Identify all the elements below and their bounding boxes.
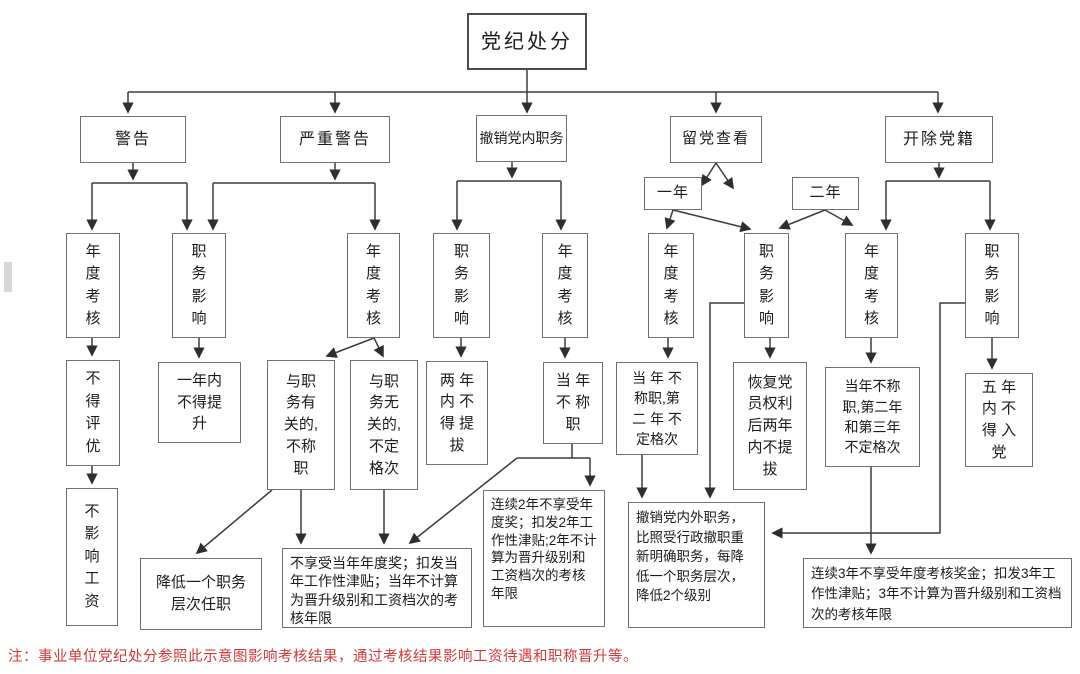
- node-unrelated-no-grade: 与职 务无 关的, 不定 格次: [350, 360, 418, 490]
- node-incompetent-2-3y: 当年不称 职,第二年 和第三年 不定格次: [825, 367, 920, 467]
- edge-2y-d8: [824, 209, 854, 226]
- edge-1y-d6: [664, 209, 676, 230]
- node-one-year: 一年: [644, 177, 702, 210]
- node-incompetent-2y-grade: 当 年 不 称职,第 二 年 不 定格次: [616, 362, 698, 455]
- node-two-year: 二年: [792, 177, 859, 210]
- node-no-party-5y: 五 年 内 不 得 入 党: [965, 373, 1033, 467]
- edge-probation-1y: [701, 162, 717, 187]
- edge-d3-e4: [373, 337, 384, 358]
- node-annual-review-revoke: 年 度 考 核: [542, 233, 588, 338]
- node-penalty-2y: 连续2年不享受年度奖；扣发2年工作性津贴;2年不计算为晋升级别和工资档次的考核年…: [483, 490, 605, 627]
- node-annual-review-expel: 年 度 考 核: [845, 233, 898, 338]
- footnote: 注：事业单位党纪处分参照此示意图影响考核结果，通过考核结果影响工资待遇和职称晋升…: [8, 649, 638, 665]
- edge-d9-f5: [771, 302, 965, 539]
- node-revoke-post: 撤销党内职务: [476, 115, 567, 162]
- node-cur-year-incompetent: 当 年 不 称 职: [543, 362, 603, 444]
- node-post-impact-probation: 职 务 影 响: [744, 233, 789, 338]
- edge-probation-2y: [715, 162, 734, 190]
- node-probation: 留党查看: [670, 116, 762, 163]
- edge-2y-d7: [778, 209, 826, 230]
- node-penalty-1y: 不享受当年年度奖；扣发当年工作性津贴；当年不计算为晋升级别和工资档次的考核年限: [282, 548, 472, 628]
- node-severe-warning: 严重警告: [280, 116, 390, 163]
- edge-e3-f2: [195, 489, 273, 555]
- left-edge-artifact: [4, 262, 12, 292]
- node-penalty-3y: 连续3年不享受年度考核奖金；扣发3年工作性津贴；3年不计算为晋升级别和工资档次的…: [803, 558, 1072, 628]
- node-revoke-all-posts: 撤销党内外职务，比照受行政撤职重新明确职务，每降低一个职务层次，降低2个级别: [628, 502, 765, 628]
- node-post-impact-warning: 职 务 影 响: [172, 233, 226, 338]
- node-root: 党纪处分: [467, 13, 587, 70]
- node-annual-review-one-year: 年 度 考 核: [648, 233, 694, 338]
- node-post-impact-expel: 职 务 影 响: [965, 233, 1019, 338]
- node-warning: 警告: [80, 116, 186, 163]
- node-related-incompetent: 与职 务有 关的, 不称 职: [267, 360, 335, 490]
- node-restore-rights: 恢复党 员权利 后两年 内不提 拔: [733, 362, 807, 490]
- node-expel: 开除党籍: [885, 116, 993, 163]
- node-annual-review-warning: 年 度 考 核: [66, 233, 120, 338]
- edge-e6-f3: [408, 457, 518, 545]
- node-no-promotion-1y: 一年内 不得提 升: [158, 362, 241, 443]
- node-no-wage-impact: 不 影 响 工 资: [66, 488, 118, 626]
- node-annual-review-severe: 年 度 考 核: [347, 233, 400, 338]
- edge-1y-d7: [672, 209, 752, 233]
- edge-d3-e3: [325, 337, 375, 358]
- node-no-promotion-2y: 两 年 内 不 得 提 拔: [426, 361, 488, 465]
- edge-d7-f5: [704, 302, 744, 499]
- node-no-excellence: 不 得 评 优: [66, 360, 120, 466]
- node-lower-one-level: 降低一个职务 层次任职: [140, 558, 262, 630]
- node-post-impact-revoke: 职 务 影 响: [433, 233, 490, 338]
